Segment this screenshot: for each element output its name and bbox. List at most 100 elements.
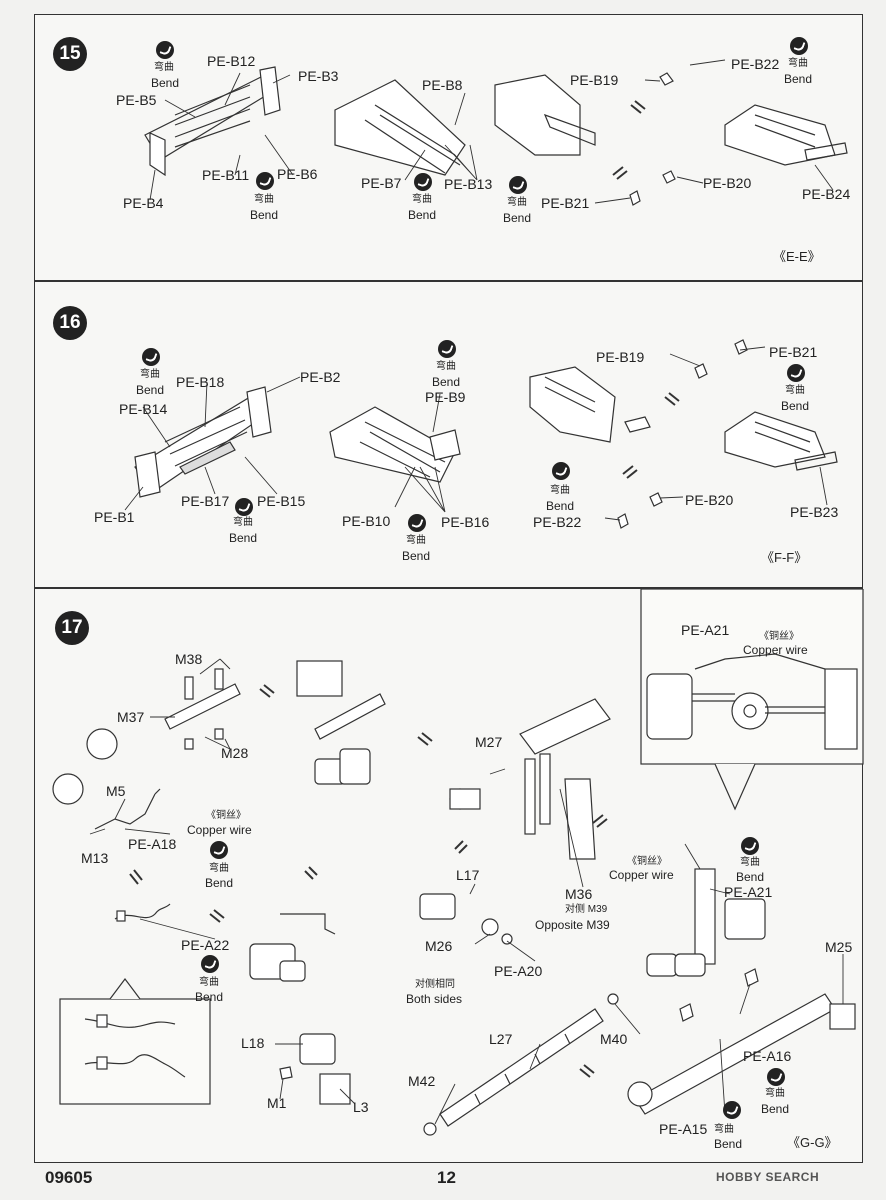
both-sides-cn: 对侧相同 [415, 979, 455, 990]
bend-en: Bend [432, 375, 461, 389]
label-pe-b6: PE-B6 [277, 166, 318, 182]
label-pe-a21-inset: PE-A21 [681, 622, 730, 638]
bend-en: Bend [229, 531, 258, 545]
bend-en: Bend [503, 211, 532, 225]
copper-cn: 《铜丝》 [759, 631, 799, 642]
step-number-15: 15 [53, 37, 87, 71]
bend-en: Bend [205, 876, 234, 890]
bend-en: Bend [736, 870, 765, 884]
product-code: 09605 [45, 1168, 93, 1187]
label-l27: L27 [489, 1031, 513, 1047]
label-pe-b14: PE-B14 [119, 401, 168, 417]
bend-cn: 弯曲 [436, 361, 456, 372]
bend-icon [156, 41, 174, 59]
label-pe-b23: PE-B23 [790, 504, 839, 520]
label-pe-b4: PE-B4 [123, 195, 164, 211]
label-pe-b20: PE-B20 [685, 492, 734, 508]
bend-cn: 弯曲 [785, 385, 805, 396]
label-l18: L18 [241, 1035, 265, 1051]
label-pe-b19: PE-B19 [570, 72, 619, 88]
label-m38: M38 [175, 651, 203, 667]
bend-en: Bend [781, 399, 810, 413]
label-pe-b15: PE-B15 [257, 493, 306, 509]
label-pe-b21: PE-B21 [769, 344, 818, 360]
label-m26: M26 [425, 938, 453, 954]
bend-icon [741, 837, 759, 855]
label-pe-b8: PE-B8 [422, 77, 463, 93]
bend-en: Bend [250, 208, 279, 222]
bend-cn: 弯曲 [714, 1124, 734, 1135]
bend-cn: 弯曲 [233, 517, 253, 528]
bend-icon [235, 498, 253, 516]
bend-en: Bend [136, 383, 165, 397]
label-pe-b9: PE-B9 [425, 389, 466, 405]
label-m40: M40 [600, 1031, 628, 1047]
step-number-17: 17 [55, 611, 89, 645]
bend-en: Bend [151, 76, 180, 90]
opposite-en: Opposite M39 [535, 918, 610, 932]
label-pe-a21: PE-A21 [724, 884, 773, 900]
label-m37: M37 [117, 709, 145, 725]
bend-cn: 弯曲 [765, 1088, 785, 1099]
label-pe-a18: PE-A18 [128, 836, 177, 852]
label-pe-b17: PE-B17 [181, 493, 230, 509]
bend-en: Bend [402, 549, 431, 563]
page-number: 12 [437, 1168, 456, 1187]
label-pe-b16: PE-B16 [441, 514, 490, 530]
label-l3: L3 [353, 1099, 369, 1115]
bend-en: Bend [714, 1137, 743, 1151]
label-m1: M1 [267, 1095, 287, 1111]
bend-en: Bend [784, 72, 813, 86]
label-pe-b20: PE-B20 [703, 175, 752, 191]
view-label-f-f: 《F-F》 [761, 550, 808, 565]
bend-cn: 弯曲 [154, 62, 174, 73]
label-pe-b24: PE-B24 [802, 186, 851, 202]
bend-en: Bend [195, 990, 224, 1004]
bend-cn: 弯曲 [788, 58, 808, 69]
both-sides-en: Both sides [406, 992, 463, 1006]
bend-cn: 弯曲 [507, 197, 527, 208]
opposite-cn: 对侧 M39 [565, 904, 608, 915]
label-pe-b5: PE-B5 [116, 92, 157, 108]
bend-icon [210, 841, 228, 859]
bend-icon [201, 955, 219, 973]
step-15-drawing [144, 59, 848, 206]
watermark: HOBBY SEARCH [716, 1170, 820, 1184]
label-pe-b21: PE-B21 [541, 195, 590, 211]
copper-en: Copper wire [743, 643, 808, 657]
copper-cn: 《铜丝》 [206, 810, 246, 821]
bend-icon [142, 348, 160, 366]
bend-icon [509, 176, 527, 194]
label-pe-b11: PE-B11 [202, 167, 250, 183]
label-pe-b2: PE-B2 [300, 369, 341, 385]
label-pe-b10: PE-B10 [342, 513, 391, 529]
bend-cn: 弯曲 [550, 485, 570, 496]
label-m42: M42 [408, 1073, 436, 1089]
label-m27: M27 [475, 734, 503, 750]
bend-cn: 弯曲 [199, 977, 219, 988]
label-l17: L17 [456, 867, 480, 883]
view-label-e-e: 《E-E》 [773, 249, 821, 264]
bend-icon [767, 1068, 785, 1086]
label-m28: M28 [221, 745, 249, 761]
label-m13: M13 [81, 850, 109, 866]
label-pe-a22: PE-A22 [181, 937, 230, 953]
step-number-16: 16 [53, 306, 87, 340]
label-pe-b7: PE-B7 [361, 175, 402, 191]
label-m36: M36 [565, 886, 593, 902]
copper-en: Copper wire [187, 823, 252, 837]
bend-en: Bend [761, 1102, 790, 1116]
bend-icon [790, 37, 808, 55]
bend-icon [408, 514, 426, 532]
step-17-panel: 17 [34, 588, 864, 1163]
bend-cn: 弯曲 [209, 863, 229, 874]
bend-icon [723, 1101, 741, 1119]
step-16-drawing [124, 339, 838, 529]
bend-cn: 弯曲 [254, 194, 274, 205]
bend-icon [256, 172, 274, 190]
bend-icon [787, 364, 805, 382]
bend-cn: 弯曲 [406, 535, 426, 546]
bend-icon [438, 340, 456, 358]
label-pe-a15: PE-A15 [659, 1121, 708, 1137]
label-pe-b19: PE-B19 [596, 349, 645, 365]
